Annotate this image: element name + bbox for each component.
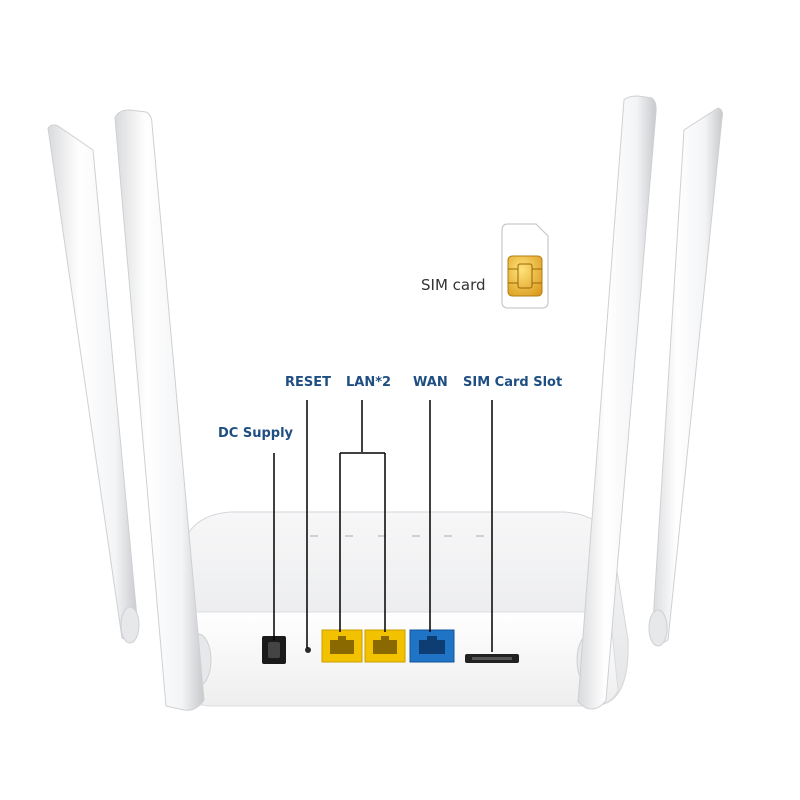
sim-card-label: SIM card <box>421 276 486 294</box>
status-led-dots <box>310 535 484 537</box>
lan-port-1 <box>321 629 363 663</box>
router-body <box>171 511 629 707</box>
sim-slot-label: SIM Card Slot <box>463 375 563 390</box>
antenna-left-inner <box>114 109 205 711</box>
antenna-right-outer <box>651 107 723 644</box>
lan-label: LAN*2 <box>346 375 392 390</box>
wan-label: WAN <box>413 375 448 390</box>
antenna-right-inner <box>577 95 657 710</box>
dc-power-port <box>262 636 286 664</box>
sim-card-slot <box>465 654 519 663</box>
dc-supply-label: DC Supply <box>218 426 294 441</box>
callout-lines <box>273 400 493 652</box>
lan-port-2 <box>364 629 406 663</box>
reset-label: RESET <box>285 375 332 390</box>
wan-port <box>409 629 455 663</box>
sim-card-icon <box>501 223 549 309</box>
reset-pinhole <box>305 647 311 653</box>
